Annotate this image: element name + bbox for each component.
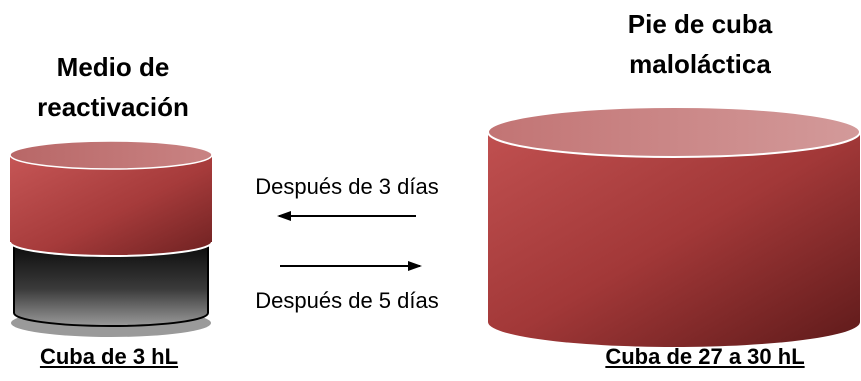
large-vessel-side bbox=[488, 132, 860, 347]
small-vessel-title-line1: Medio de bbox=[56, 52, 170, 82]
small-vessel bbox=[9, 140, 213, 337]
small-vessel-title-line2: reactivación bbox=[37, 92, 189, 122]
large-vessel-title: Pie de cuba maloláctica bbox=[540, 4, 860, 84]
small-vessel-caption: Cuba de 3 hL bbox=[39, 344, 179, 369]
small-vessel-title: Medio de reactivación bbox=[10, 47, 216, 127]
small-vessel-wine-top bbox=[9, 140, 213, 170]
large-vessel-title-line2: maloláctica bbox=[629, 49, 771, 79]
large-vessel-top bbox=[487, 106, 861, 158]
small-vessel-wine-side bbox=[10, 155, 212, 256]
arrow-right-label: Después de 5 días bbox=[255, 288, 439, 313]
large-vessel-title-line1: Pie de cuba bbox=[627, 9, 773, 39]
arrow-left-label: Después de 3 días bbox=[255, 174, 439, 199]
large-vessel bbox=[487, 106, 861, 347]
large-vessel-caption: Cuba de 27 a 30 hL bbox=[605, 344, 805, 369]
